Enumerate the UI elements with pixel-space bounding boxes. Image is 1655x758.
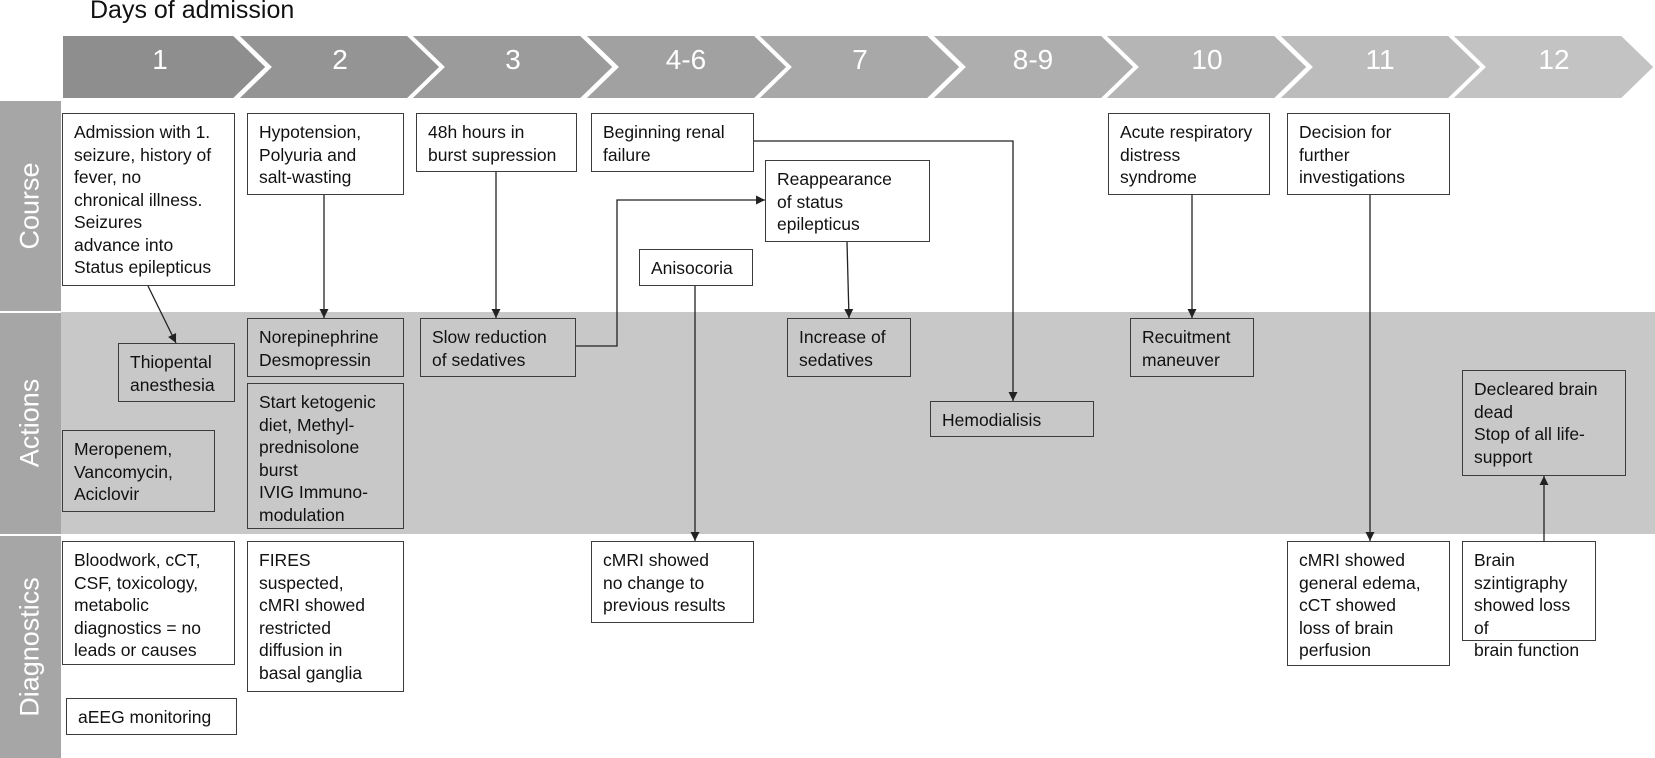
action-slow-reduction-box: Slow reduction of sedatives [420, 318, 576, 377]
day-label-10: 10 [1191, 44, 1223, 75]
diagnostic-szintigraphy-box: Brain szintigraphy showed loss of brain … [1462, 541, 1596, 660]
day-label-7: 7 [852, 44, 868, 75]
day-label-1: 1 [152, 44, 168, 75]
day-label-3: 3 [505, 44, 521, 75]
course-burst-suppression-box: 48h hours in burst supression [416, 113, 577, 172]
course-anisocoria-box: Anisocoria [639, 249, 753, 286]
day-label-11: 11 [1365, 44, 1395, 75]
course-hypotension-box: Hypotension, Polyuria and salt-wasting [247, 113, 404, 195]
actions-lane-label: Actions [14, 378, 45, 468]
diagram-title: Days of admission [90, 0, 295, 24]
arrow-reappearance-to-increase [844, 241, 854, 319]
diagnostics-lane-tab [0, 536, 61, 758]
course-admission-box: Admission with 1. seizure, history of fe… [62, 113, 235, 286]
course-lane-label: Course [14, 162, 45, 250]
action-antibiotics-box: Meropenem, Vancomycin, Aciclovir [62, 430, 215, 512]
action-norepinephrine-box: Norepinephrine Desmopressin [247, 318, 404, 377]
day-label-4-6: 4-6 [665, 44, 707, 75]
diagnostic-cmri-edema-box: cMRI showed general edema, cCT showed lo… [1287, 541, 1450, 666]
action-recruitment-box: Recuitment maneuver [1130, 318, 1254, 377]
course-ards-box: Acute respiratory distress syndrome [1108, 113, 1270, 195]
actions-lane-tab [0, 313, 61, 534]
diagnostic-bloodwork-box: Bloodwork, cCT, CSF, toxicology, metabol… [62, 541, 235, 665]
course-reappearance-box: Reappearance of status epilepticus [765, 160, 930, 242]
diagnostic-aeeg-box: aEEG monitoring [66, 698, 237, 735]
course-decision-box: Decision for further investigations [1287, 113, 1450, 195]
action-hemodialysis-box: Hemodialisis [930, 401, 1094, 437]
course-renal-failure-box: Beginning renal failure [591, 113, 754, 172]
action-ketogenic-box: Start ketogenic diet, Methyl- prednisolo… [247, 383, 404, 529]
diagnostics-lane-label: Diagnostics [14, 577, 45, 717]
day-label-12: 12 [1538, 44, 1570, 75]
day-label-2: 2 [332, 44, 348, 75]
day-label-8-9: 8-9 [1012, 44, 1054, 75]
diagnostic-fires-box: FIRES suspected, cMRI showed restricted … [247, 541, 404, 692]
action-brain-dead-box: Decleared brain dead Stop of all life- s… [1462, 370, 1626, 476]
action-increase-sedatives-box: Increase of sedatives [787, 318, 911, 377]
course-lane-tab [0, 101, 61, 311]
diagnostic-cmri-no-change-box: cMRI showed no change to previous result… [591, 541, 754, 623]
action-thiopental-box: Thiopental anesthesia [118, 343, 235, 402]
